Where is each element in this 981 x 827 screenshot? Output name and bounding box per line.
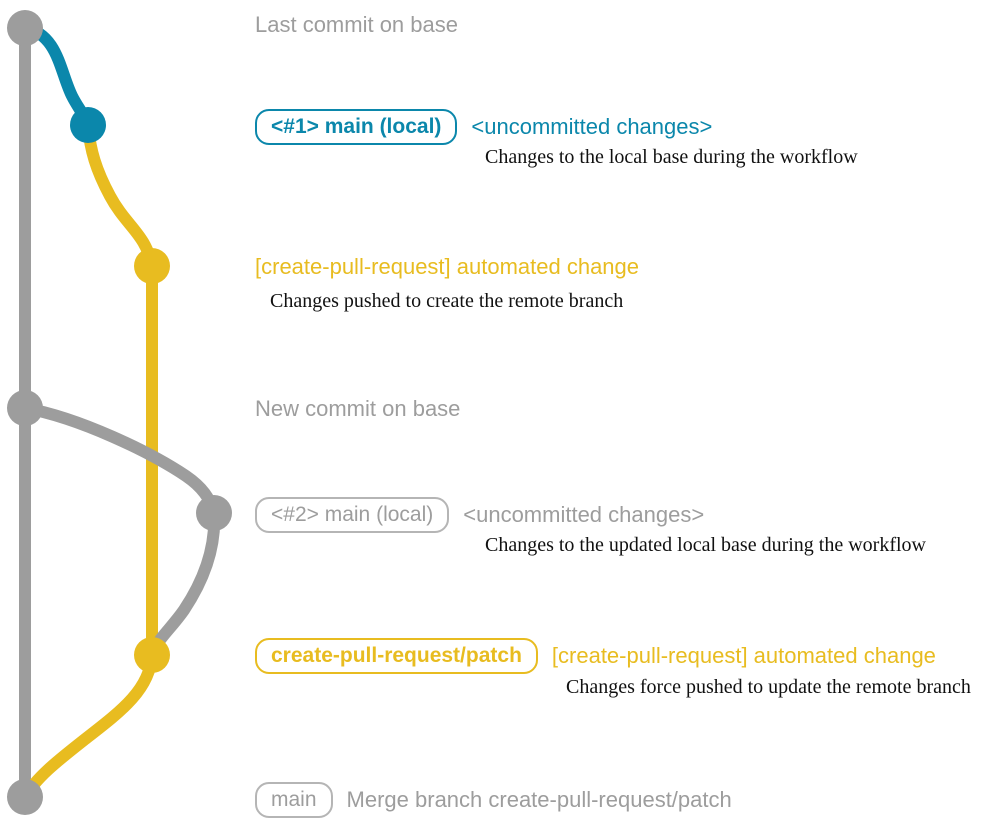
- commit-description-local-uncommitted-2: Changes to the updated local base during…: [485, 534, 926, 556]
- commit-description-automated-change-2: Changes force pushed to update the remot…: [566, 676, 971, 698]
- branch-badge-main[interactable]: main: [255, 782, 333, 818]
- commit-row-merge-commit: main Merge branch create-pull-request/pa…: [255, 782, 732, 818]
- commit-row-last-commit-on-base: Last commit on base: [255, 14, 458, 36]
- commit-subject: <uncommitted changes>: [463, 502, 705, 527]
- branch-badge-create-pull-request-patch[interactable]: create-pull-request/patch: [255, 638, 538, 674]
- commit-subject: [create-pull-request] automated change: [255, 254, 640, 279]
- updated-local-to-patch-line: [146, 507, 221, 661]
- commit-description-local-uncommitted-1: Changes to the local base during the wor…: [485, 146, 858, 168]
- commit-node-base-2[interactable]: [7, 390, 43, 426]
- commit-subject: Merge branch create-pull-request/patch: [346, 787, 732, 812]
- commit-row-automated-change-1: [create-pull-request] automated change: [255, 256, 639, 278]
- commit-subject: New commit on base: [255, 396, 461, 421]
- commit-description-automated-change-1: Changes pushed to create the remote bran…: [270, 290, 624, 312]
- commit-subject: [create-pull-request] automated change: [551, 643, 936, 668]
- commit-node-merge[interactable]: [7, 779, 43, 815]
- commit-node-local-2[interactable]: [196, 495, 232, 531]
- commit-row-local-uncommitted-1: <#1> main (local) <uncommitted changes>: [255, 109, 712, 145]
- commit-row-local-uncommitted-2: <#2> main (local) <uncommitted changes>: [255, 497, 704, 533]
- commit-node-base-1[interactable]: [7, 10, 43, 46]
- branch-badge-main-local-2[interactable]: <#2> main (local): [255, 497, 450, 533]
- commit-node-patch-1[interactable]: [134, 248, 170, 284]
- merge-into-base-line: [19, 649, 158, 803]
- updated-local-branch-line: [19, 402, 220, 519]
- remote-branch-line-upper: [82, 119, 158, 272]
- commit-node-patch-2[interactable]: [134, 637, 170, 673]
- commit-subject: <uncommitted changes>: [471, 114, 713, 139]
- commit-subject: Last commit on base: [255, 12, 458, 37]
- commit-row-new-commit-on-base: New commit on base: [255, 398, 460, 420]
- commit-node-local-1[interactable]: [70, 107, 106, 143]
- commit-row-automated-change-2: create-pull-request/patch [create-pull-r…: [255, 638, 936, 674]
- branch-badge-main-local-1[interactable]: <#1> main (local): [255, 109, 458, 145]
